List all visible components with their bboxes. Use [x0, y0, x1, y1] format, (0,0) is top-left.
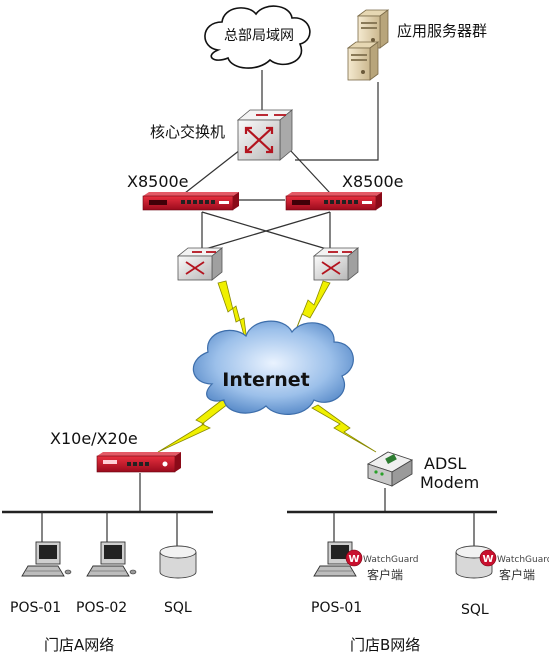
pos-b1-label: POS-01 [311, 600, 362, 616]
svg-text:W: W [482, 554, 493, 565]
router-left-icon [176, 247, 224, 281]
core-switch-label: 核心交换机 [150, 123, 225, 141]
pos-a1-computer-icon [21, 541, 72, 577]
svg-text:W: W [348, 554, 359, 565]
pos-a1-label: POS-01 [10, 600, 61, 616]
wan-link-lightning-3 [157, 399, 229, 453]
watchguard-logo-icon [479, 549, 497, 567]
firewall-store-a-icon [96, 452, 181, 473]
pos-a2-label: POS-02 [76, 600, 127, 616]
lan-bus-b [287, 510, 497, 548]
sql-b-label: SQL [461, 602, 489, 618]
adsl-modem-icon [366, 451, 414, 487]
firewall-right-icon [285, 192, 382, 211]
store-a-fw-label: X10e/X20e [50, 429, 138, 448]
adsl-label-line1: ADSL [424, 454, 466, 473]
watchguard-badge-sql: W WatchGuard 客户端 [479, 549, 549, 582]
hq-lan-cloud: 总部局域网 [204, 5, 311, 69]
wan-link-lightning-1 [217, 280, 249, 351]
hq-lan-label: 总部局域网 [224, 28, 294, 44]
pos-a2-computer-icon [86, 541, 137, 577]
fw-left-label: X8500e [127, 172, 189, 191]
watchguard-badge-b1: W WatchGuard 客户端 [345, 549, 418, 582]
store-b-label: 门店B网络 [350, 636, 420, 654]
connections [139, 70, 386, 512]
link-core-fw-left [184, 149, 241, 194]
router-right-icon [312, 247, 360, 281]
fw-right-label: X8500e [342, 172, 404, 191]
app-server-label: 应用服务器群 [397, 22, 487, 40]
sql-a-label: SQL [164, 600, 192, 616]
internet-label: Internet [222, 369, 309, 391]
watchguard-brand: WatchGuard [497, 555, 549, 565]
watchguard-client-label: 客户端 [367, 567, 403, 582]
adsl-label-line2: Modem [420, 473, 479, 492]
app-server-group-icon [346, 9, 390, 81]
watchguard-client-label: 客户端 [499, 567, 535, 582]
link-core-fw-right [289, 149, 331, 194]
store-a-label: 门店A网络 [44, 636, 114, 654]
link-servers-core [295, 82, 379, 161]
sql-a-database-icon [159, 545, 197, 579]
core-switch-icon [236, 109, 294, 161]
wan-link-lightning-4 [311, 404, 377, 453]
watchguard-brand: WatchGuard [363, 555, 418, 565]
link-cross-2 [201, 211, 331, 251]
watchguard-logo-icon [345, 549, 363, 567]
firewall-left-icon [142, 192, 239, 211]
internet-cloud-icon [192, 320, 354, 415]
